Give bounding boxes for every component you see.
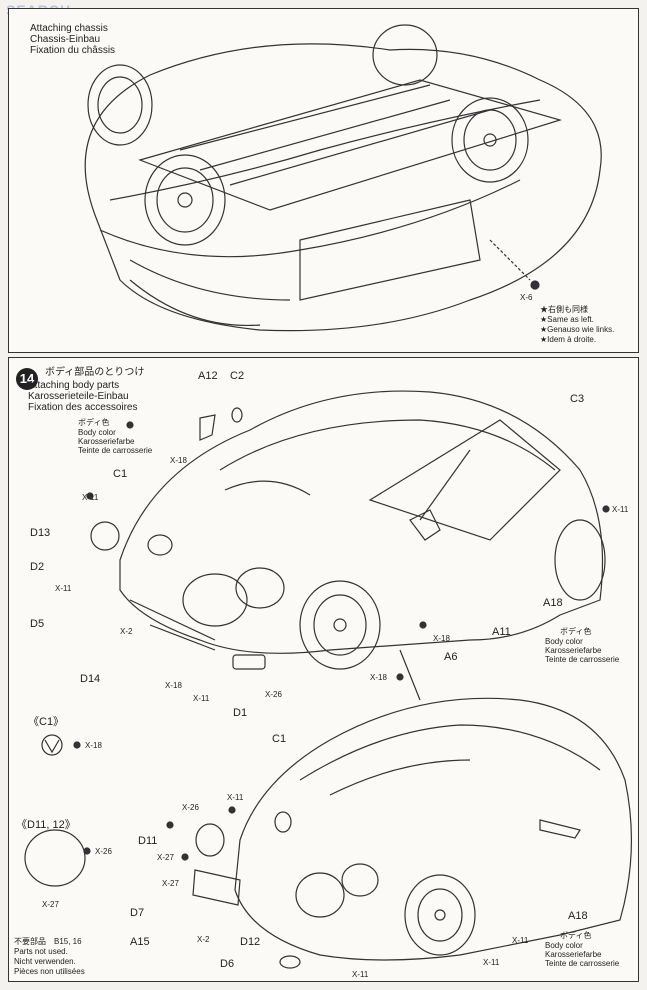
body-color-jp-1: ボディ色 bbox=[78, 418, 110, 427]
screw-x2-label-2: X-2 bbox=[197, 935, 210, 944]
step-14-title-fr: Fixation des accessoires bbox=[28, 402, 138, 413]
body-color-en-2: Body color bbox=[545, 637, 583, 646]
inset-c1-label: 《C1》 bbox=[28, 716, 65, 728]
part-d14-label: D14 bbox=[80, 673, 101, 685]
body-color-de-2: Karosseriefarbe bbox=[545, 646, 602, 655]
screw-x6-label: X-6 bbox=[520, 293, 533, 302]
screw-x27-label-2: X-27 bbox=[162, 879, 179, 888]
screw-x11-label-4: X-11 bbox=[193, 694, 210, 703]
part-c1-label-2: C1 bbox=[272, 733, 287, 745]
part-d6-label: D6 bbox=[220, 958, 235, 970]
part-d13-label: D13 bbox=[30, 527, 51, 539]
part-d12-label: D12 bbox=[240, 936, 261, 948]
part-c2-label: C2 bbox=[230, 370, 245, 382]
screw-x26-label-3: X-26 bbox=[95, 847, 112, 856]
screw-x11-label-1: X-11 bbox=[82, 493, 99, 502]
not-used-jp: 不要部品 B15, 16 bbox=[14, 937, 82, 946]
screw-x27-label-1: X-27 bbox=[157, 853, 174, 862]
part-c1-label-1: C1 bbox=[113, 468, 128, 480]
screw-x26-label-1: X-26 bbox=[265, 690, 282, 699]
step-14-panel bbox=[8, 357, 639, 982]
part-a6-label: A6 bbox=[444, 651, 458, 663]
part-d11-label: D11 bbox=[138, 835, 158, 847]
screw-x2-label-1: X-2 bbox=[120, 627, 133, 636]
note-jp: ★右側も同様 bbox=[540, 305, 588, 314]
note-fr: ★Idem à droite. bbox=[540, 335, 597, 344]
screw-x26-label-2: X-26 bbox=[182, 803, 199, 812]
screw-x11-label-8: X-11 bbox=[352, 970, 369, 979]
inset-d11-label: 《D11, 12》 bbox=[16, 819, 76, 831]
part-d1-label: D1 bbox=[233, 707, 248, 719]
body-color-en-1: Body color bbox=[78, 428, 116, 437]
part-a11-label: A11 bbox=[492, 626, 511, 638]
step-13-title-en: Attaching chassis bbox=[30, 23, 108, 34]
screw-x11-label-7: X-11 bbox=[483, 958, 500, 967]
part-a15-label: A15 bbox=[130, 936, 150, 948]
part-a18-label-2: A18 bbox=[568, 910, 588, 922]
body-color-fr-3: Teinte de carrosserie bbox=[545, 959, 620, 968]
body-color-en-3: Body color bbox=[545, 941, 583, 950]
body-color-jp-3: ボディ色 bbox=[560, 931, 592, 940]
body-color-de-3: Karosseriefarbe bbox=[545, 950, 602, 959]
part-d7-label: D7 bbox=[130, 907, 145, 919]
step-14-title-jp: ボディ部品のとりつけ bbox=[45, 367, 145, 378]
body-color-fr-1: Teinte de carrosserie bbox=[78, 446, 153, 455]
part-d2-label: D2 bbox=[30, 561, 45, 573]
screw-x18-label-3: X-18 bbox=[165, 681, 182, 690]
body-color-fr-2: Teinte de carrosserie bbox=[545, 655, 620, 664]
screw-x11-label-3: X-11 bbox=[55, 584, 72, 593]
step-14-title-de: Karosserieteile-Einbau bbox=[28, 391, 129, 402]
step-14-title-en: Attaching body parts bbox=[28, 380, 120, 391]
part-a12-label: A12 bbox=[198, 370, 218, 382]
not-used-fr: Pièces non utilisées bbox=[14, 967, 85, 976]
screw-x11-label-5: X-11 bbox=[227, 793, 244, 802]
screw-x11-label-2: X-11 bbox=[612, 505, 629, 514]
step-number-badge: 14 bbox=[16, 368, 38, 390]
step-13-title-fr: Fixation du châssis bbox=[30, 45, 116, 56]
screw-x18-label-5: X-18 bbox=[85, 741, 102, 750]
screw-x11-label-6: X-11 bbox=[512, 936, 529, 945]
part-c3-label: C3 bbox=[570, 393, 585, 405]
screw-x18-label-2: X-18 bbox=[433, 634, 450, 643]
not-used-de: Nicht verwenden. bbox=[14, 957, 76, 966]
part-d5-label: D5 bbox=[30, 618, 45, 630]
part-a18-label-1: A18 bbox=[543, 597, 563, 609]
body-color-de-1: Karosseriefarbe bbox=[78, 437, 135, 446]
note-en: ★Same as left. bbox=[540, 315, 594, 324]
step-13-title-de: Chassis-Einbau bbox=[30, 34, 101, 45]
not-used-en: Parts not used. bbox=[14, 947, 68, 956]
screw-x27-label-3: X-27 bbox=[42, 900, 59, 909]
note-de: ★Genauso wie links. bbox=[540, 325, 615, 334]
chassis-illustration bbox=[84, 24, 602, 332]
screw-x18-label-1: X-18 bbox=[170, 456, 187, 465]
body-color-jp-2: ボディ色 bbox=[560, 627, 592, 636]
screw-x18-label-4: X-18 bbox=[370, 673, 387, 682]
